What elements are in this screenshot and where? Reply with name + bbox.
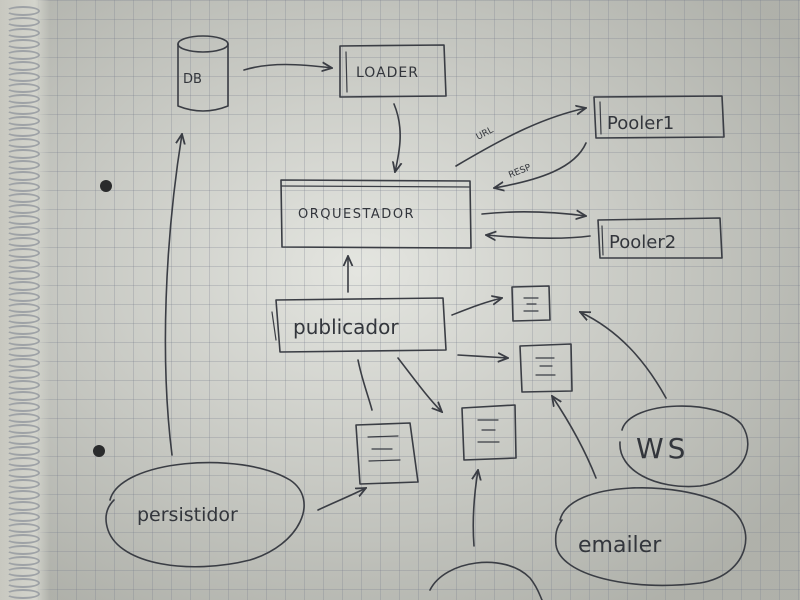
spiral-ring (6, 468, 40, 478)
spiral-ring (6, 149, 40, 159)
arrow-emailer-to-queue2 (552, 396, 597, 479)
spiral-ring (6, 358, 40, 368)
spiral-ring (6, 292, 40, 302)
spiral-ring (6, 270, 40, 280)
db-node: DB (177, 35, 229, 112)
queue-box-2 (519, 343, 573, 393)
spiral-ring (6, 523, 40, 533)
spiral-ring (6, 325, 40, 335)
spiral-ring (6, 369, 40, 379)
spiral-ring (6, 248, 40, 258)
spiral-ring (6, 171, 40, 181)
orquestador-label: ORQUESTADOR (298, 207, 415, 222)
spiral-ring (6, 138, 40, 148)
arrow-ws-to-queue1 (580, 312, 667, 399)
spiral-ring (6, 281, 40, 291)
spiral-ring (6, 116, 40, 126)
spiral-ring (6, 6, 40, 16)
spiral-ring (6, 567, 40, 577)
loader-node: LOADER (339, 44, 447, 98)
arrow-persistidor-to-db (164, 134, 182, 456)
arrow-persistidor-to-queue4 (317, 488, 366, 511)
spiral-ring (6, 259, 40, 269)
paper-hole-bottom (93, 445, 105, 457)
spiral-ring (6, 457, 40, 467)
db-label: DB (183, 72, 202, 87)
emailer-label: emailer (578, 533, 662, 558)
arrow-db-to-loader (243, 65, 332, 71)
line-publicador-to-queue4 (357, 359, 373, 411)
spiral-ring (6, 105, 40, 115)
spiral-ring (6, 72, 40, 82)
spiral-ring (6, 61, 40, 71)
pooler1-label: Pooler1 (607, 113, 674, 134)
spiral-ring (6, 50, 40, 60)
emailer-node: emailer (554, 487, 747, 587)
spiral-ring (6, 336, 40, 346)
arrow-publicador-to-queue2 (457, 355, 508, 358)
spiral-ring (6, 545, 40, 555)
spiral-ring (6, 182, 40, 192)
pooler1-node: Pooler1 (593, 95, 725, 139)
orquestador-node: ORQUESTADOR (280, 179, 472, 249)
spiral-ring (6, 215, 40, 225)
spiral-ring (6, 534, 40, 544)
paper-hole-top (100, 180, 112, 192)
spiral-ring (6, 556, 40, 566)
arrow-url (455, 108, 586, 167)
pooler2-node: Pooler2 (597, 217, 723, 259)
resp-label: RESP (507, 163, 533, 181)
arrow-loader-to-orquestador (394, 103, 400, 172)
spiral-ring (6, 578, 40, 588)
spiral-ring (6, 17, 40, 27)
queue-box-1 (511, 285, 551, 322)
arrow-pooler2-to-orquestador (486, 235, 591, 238)
spiral-ring (6, 501, 40, 511)
spiral-ring (6, 402, 40, 412)
spiral-ring (6, 83, 40, 93)
spiral-ring (6, 204, 40, 214)
publicador-node: publicador (271, 297, 447, 353)
spiral-ring (6, 127, 40, 137)
spiral-ring (6, 479, 40, 489)
spiral-ring (6, 413, 40, 423)
arrow-bottom-to-queue3 (473, 470, 478, 547)
spiral-ring (6, 39, 40, 49)
notebook-spiral (0, 0, 50, 600)
queue-box-3 (461, 404, 517, 461)
spiral-ring (6, 160, 40, 170)
partial-node-bottom (429, 561, 543, 600)
persistidor-node: persistidor (105, 461, 305, 568)
spiral-ring (6, 490, 40, 500)
publicador-label: publicador (293, 315, 399, 339)
pooler2-label: Pooler2 (609, 232, 676, 253)
spiral-ring (6, 193, 40, 203)
spiral-ring (6, 303, 40, 313)
persistidor-label: persistidor (137, 504, 238, 526)
spiral-ring (6, 380, 40, 390)
spiral-ring (6, 94, 40, 104)
url-label: URL (475, 125, 495, 142)
spiral-ring (6, 314, 40, 324)
spiral-ring (6, 435, 40, 445)
ws-label: WS (636, 432, 689, 465)
spiral-ring (6, 589, 40, 599)
arrow-publicador-to-queue3 (397, 357, 442, 412)
queue-box-4 (355, 422, 419, 485)
arrow-orquestador-to-pooler2 (481, 212, 586, 216)
spiral-ring (6, 347, 40, 357)
arrow-resp (494, 142, 587, 188)
spiral-ring (6, 28, 40, 38)
spiral-ring (6, 391, 40, 401)
loader-label: LOADER (356, 65, 419, 81)
ws-node: WS (619, 405, 749, 488)
spiral-ring (6, 512, 40, 522)
spiral-ring (6, 237, 40, 247)
arrow-publicador-to-queue1 (451, 298, 502, 316)
spiral-ring (6, 446, 40, 456)
spiral-ring (6, 226, 40, 236)
spiral-ring (6, 424, 40, 434)
